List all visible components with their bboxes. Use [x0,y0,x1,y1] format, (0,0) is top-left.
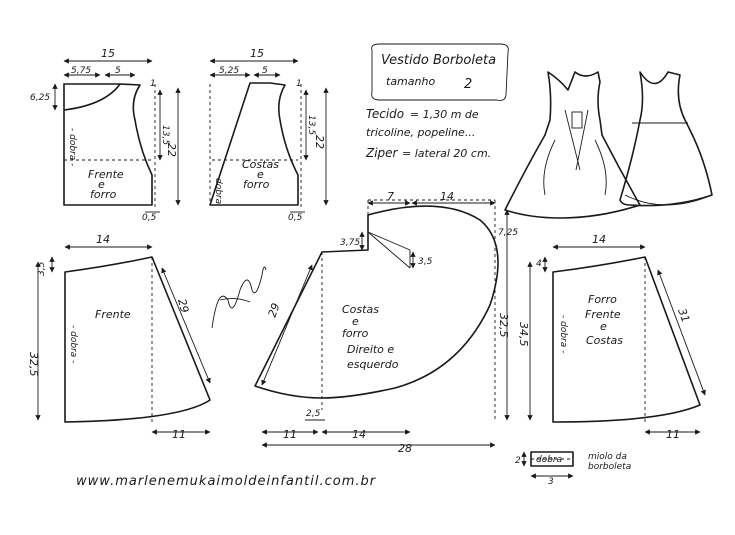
back-skirt-outline [254,205,499,399]
dress-back-illustration [504,71,641,219]
front-skirt-outline [64,256,211,423]
svg-text:forro: forro [342,327,369,340]
zipper-label: Ziper [365,146,399,160]
butterfly-center-height: 2 [515,456,521,466]
dress-front-illustration [619,71,713,207]
front-bodice-label: Frente [88,168,124,181]
lining-skirt-side: 31 [675,307,692,325]
svg-text:esquerdo: esquerdo [347,358,399,371]
header: Vestido Borboleta tamanho 2 Tecido = 1,3… [365,43,509,160]
back-skirt-top-14: 14 [440,190,454,203]
lining-skirt-top: 14 [592,233,606,246]
lining-skirt-label: Forro [588,293,617,306]
front-skirt-drop: 3,5 [37,261,47,276]
back-skirt-piece: 7 14 7,25 3,75 3,5 32,5 29 2,5 11 14 28 … [254,190,518,455]
pattern-size-label: tamanho [386,75,435,88]
back-skirt-bottom-14: 14 [352,428,366,441]
front-skirt-height: 32,5 [27,352,40,377]
back-bodice-label: Costas [242,158,279,171]
back-skirt-bottom-11: 11 [283,428,297,441]
back-skirt-notch-left: 3,75 [340,238,360,248]
svg-text:forro: forro [90,188,117,201]
front-skirt-top: 14 [96,233,110,246]
signature [211,266,267,329]
fabric-line-1: = 1,30 m de [410,108,479,121]
fabric-label: Tecido [366,107,404,121]
svg-text:Frente: Frente [585,308,621,321]
butterfly-center-caption: miolo da [588,452,627,462]
front-skirt-bottom: 11 [172,428,186,441]
front-bodice-armhole: 13,5 [160,125,170,145]
lining-skirt-piece: 14 4 34,5 31 11 Forro Frente e Costas - … [517,233,706,441]
svg-text:Costas: Costas [586,334,623,347]
back-bodice-corner: 1 [296,79,302,89]
back-bodice-width: 15 [250,47,264,60]
back-bodice-piece: 15 5,25 5 1 13,5 22 0,5 Costas e forro d… [209,47,329,223]
back-bodice-fold: dobra [213,178,223,204]
back-skirt-height: 32,5 [497,313,510,338]
front-skirt-label: Frente [95,308,131,321]
svg-text:Direito e: Direito e [347,343,394,356]
front-skirt-side: 29 [175,297,191,314]
svg-text:borboleta: borboleta [588,462,631,472]
back-skirt-side: 29 [266,301,283,319]
front-skirt-fold: - dobra - [68,325,78,363]
front-bodice-fold: - dobra - [67,128,77,166]
front-skirt-piece: 14 3,5 32,5 29 11 Frente - dobra - [27,233,211,441]
back-skirt-label: Costas [342,303,379,316]
back-skirt-top-7: 7 [387,190,394,203]
front-bodice-corner: 1 [150,79,156,89]
butterfly-center-label: dobra [536,455,562,465]
back-bodice-hem: 0,5 [288,213,303,223]
back-bodice-armhole: 13,5 [306,115,316,135]
front-bodice-height: 22 [165,143,178,157]
front-bodice-hem: 0,5 [142,213,157,223]
front-bodice-shoulder: 5 [115,66,121,76]
back-skirt-hem: 2,5 [306,409,321,419]
back-bodice-height: 22 [313,135,326,149]
back-skirt-notch: 3,5 [418,257,433,267]
pattern-title: Vestido Borboleta [381,53,496,68]
lining-skirt-fold: - dobra - [558,315,568,353]
lining-skirt-outline [552,256,701,423]
fabric-line-2: tricoline, popeline... [366,126,475,139]
lining-skirt-bottom: 11 [666,428,680,441]
back-bodice-neck-width: 5,25 [219,66,239,76]
svg-text:forro: forro [243,178,270,191]
front-bodice-neck-width: 5,75 [71,66,91,76]
pattern-size: 2 [464,77,472,92]
back-skirt-total: 28 [398,442,412,455]
front-bodice-piece: 15 5,75 5 6,25 1 13,5 22 0,5 Frente e fo… [30,47,181,223]
front-bodice-outline [63,83,153,206]
website-url: www.marlenemukaimoldeinfantil.com.br [76,474,377,489]
butterfly-center-piece: dobra 2 3 miolo da borboleta [515,451,631,487]
svg-text:e: e [352,315,359,328]
front-bodice-neck-drop: 6,25 [30,93,50,103]
back-skirt-right: 7,25 [498,228,518,238]
lining-skirt-height: 34,5 [517,322,530,347]
zipper-value: = lateral 20 cm. [402,147,491,160]
svg-text:e: e [98,178,105,191]
front-bodice-width: 15 [101,47,115,60]
butterfly-center-width: 3 [548,477,554,487]
back-bodice-outline [209,82,299,206]
svg-text:e: e [600,320,607,333]
lining-skirt-drop: 4 [536,259,542,269]
svg-text:e: e [257,168,264,181]
back-bodice-shoulder: 5 [262,66,268,76]
